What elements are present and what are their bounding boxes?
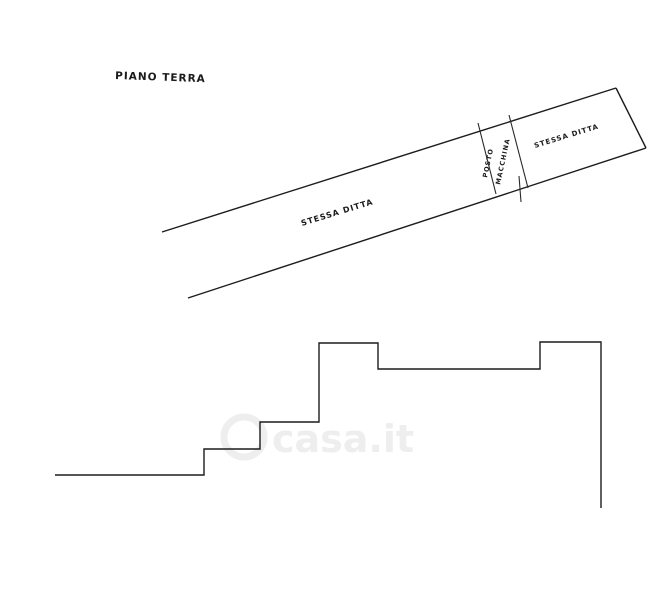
stepped-outline	[55, 341, 602, 508]
left-unit-label: STESSA DITTA	[300, 197, 374, 228]
watermark-logo-ring	[220, 413, 268, 461]
right-unit-label: STESSA DITTA	[533, 123, 600, 150]
casa-it-watermark: casa.it	[220, 413, 414, 461]
floor-title: PIANO TERRA	[115, 70, 206, 85]
property-strip	[161, 87, 647, 299]
strip-right-edge	[615, 87, 647, 149]
parking-divider-left	[477, 122, 497, 195]
parking-label-line1: POSTO	[481, 147, 495, 178]
parking-divider-right	[508, 114, 529, 189]
strip-top-edge	[161, 87, 617, 233]
parking-label-line2: MACCHINA	[494, 137, 512, 185]
watermark-text: casa.it	[272, 417, 414, 461]
strip-bottom-edge	[187, 147, 647, 299]
parking-tick-mark	[518, 175, 522, 203]
